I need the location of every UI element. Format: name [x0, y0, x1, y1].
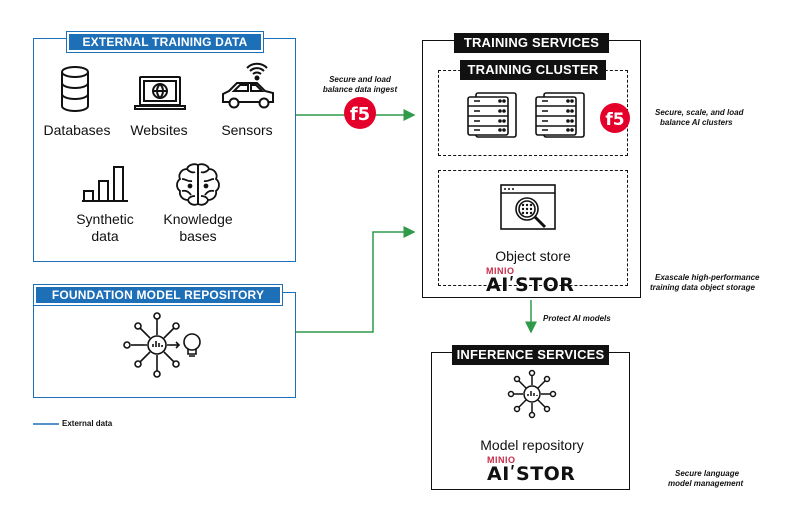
- inference-services-title: INFERENCE SERVICES: [452, 345, 609, 365]
- sensors-label: Sensors: [221, 122, 273, 138]
- cluster-note-line2: balance AI clusters: [660, 118, 733, 127]
- server-rack-icon: [535, 92, 585, 138]
- model-mgmt-note-line2: model management: [668, 479, 744, 488]
- object-store-panel: [438, 170, 628, 286]
- storage-note-line1: Exascale high-performance: [655, 273, 760, 282]
- minio-brand-text: MINIO: [487, 455, 516, 465]
- protect-models-note: Protect AI models: [543, 314, 611, 323]
- minio-aistor-logo: MINIO AIʹSTOR: [486, 267, 574, 295]
- minio-aistor-logo: MINIO AIʹSTOR: [487, 456, 575, 484]
- aistor-brand-text: AIʹSTOR: [487, 463, 576, 485]
- object-store-label: Object store: [495, 248, 571, 264]
- f5-logo-icon: f5: [600, 103, 630, 133]
- connected-car-icon: [222, 62, 274, 109]
- knowledge-bases-label-line1: Knowledge: [163, 211, 233, 227]
- f5-logo-icon: f5: [344, 97, 376, 129]
- server-rack-icon: [467, 92, 517, 138]
- ingest-note-line1: Secure and load: [329, 75, 391, 84]
- model-mgmt-note-line1: Secure language: [675, 469, 740, 478]
- training-cluster-title: TRAINING CLUSTER: [460, 60, 606, 80]
- storage-note-line2: training data object storage: [650, 283, 755, 292]
- laptop-globe-icon: [134, 76, 186, 110]
- websites-label: Websites: [130, 122, 188, 138]
- foundation-model-repository-title: FOUNDATION MODEL REPOSITORY: [33, 284, 283, 306]
- knowledge-bases-label-line2: bases: [179, 228, 217, 244]
- databases-label: Databases: [43, 122, 111, 138]
- object-store-search-icon: [500, 184, 556, 230]
- cluster-note-line1: Secure, scale, and load: [655, 108, 744, 117]
- legend-line: [33, 423, 59, 425]
- bar-chart-icon: [82, 166, 128, 202]
- external-training-data-title: EXTERNAL TRAINING DATA: [66, 31, 264, 53]
- svg-text:f5: f5: [605, 110, 624, 130]
- ingest-note-line2: balance data ingest: [322, 85, 398, 94]
- training-services-title: TRAINING SERVICES: [454, 33, 609, 53]
- legend-label: External data: [62, 419, 113, 428]
- minio-brand-text: MINIO: [486, 266, 515, 276]
- aistor-brand-text: AIʹSTOR: [486, 274, 575, 296]
- database-icon: [61, 66, 89, 112]
- model-hub-lightbulb-icon: [123, 312, 201, 378]
- svg-text:f5: f5: [350, 104, 370, 125]
- synthetic-data-label-line1: Synthetic: [76, 211, 134, 227]
- synthetic-data-label-line2: data: [91, 228, 119, 244]
- model-hub-icon: [507, 369, 557, 419]
- model-repository-label: Model repository: [480, 437, 584, 453]
- brain-icon: [176, 163, 220, 206]
